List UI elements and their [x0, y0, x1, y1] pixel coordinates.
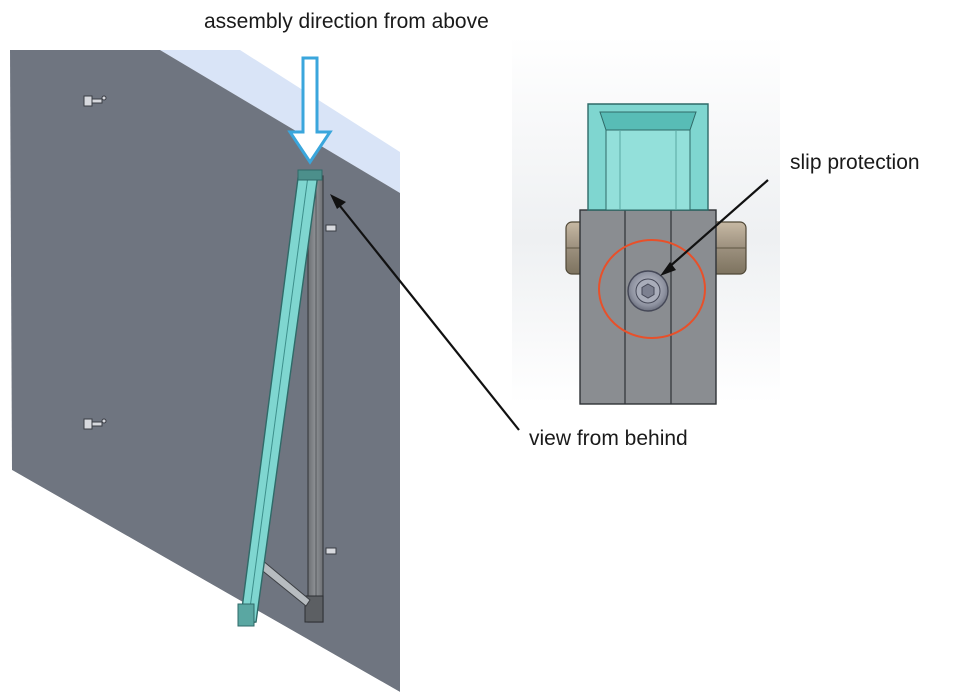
panel-lower-face	[12, 470, 400, 692]
assembly-direction-label: assembly direction from above	[204, 10, 489, 33]
bolt-icon	[83, 418, 107, 430]
view-from-behind-pointer	[330, 194, 520, 431]
bolt-icon	[325, 547, 337, 555]
wall-panel	[10, 50, 400, 692]
hex-socket-bolt-icon	[627, 270, 669, 312]
bolt-icon	[83, 95, 107, 107]
detail-view	[512, 36, 780, 405]
panel-bolts	[83, 95, 337, 555]
view-from-behind-label: view from behind	[529, 427, 688, 450]
slip-protection-highlight	[598, 239, 706, 339]
assembly-arrow-icon	[287, 56, 333, 165]
u-channel	[587, 103, 709, 211]
inclined-rail	[237, 169, 323, 627]
slip-protection-label: slip protection	[790, 151, 920, 174]
bolt-icon	[325, 224, 337, 232]
slip-protection-pointer	[660, 179, 769, 276]
